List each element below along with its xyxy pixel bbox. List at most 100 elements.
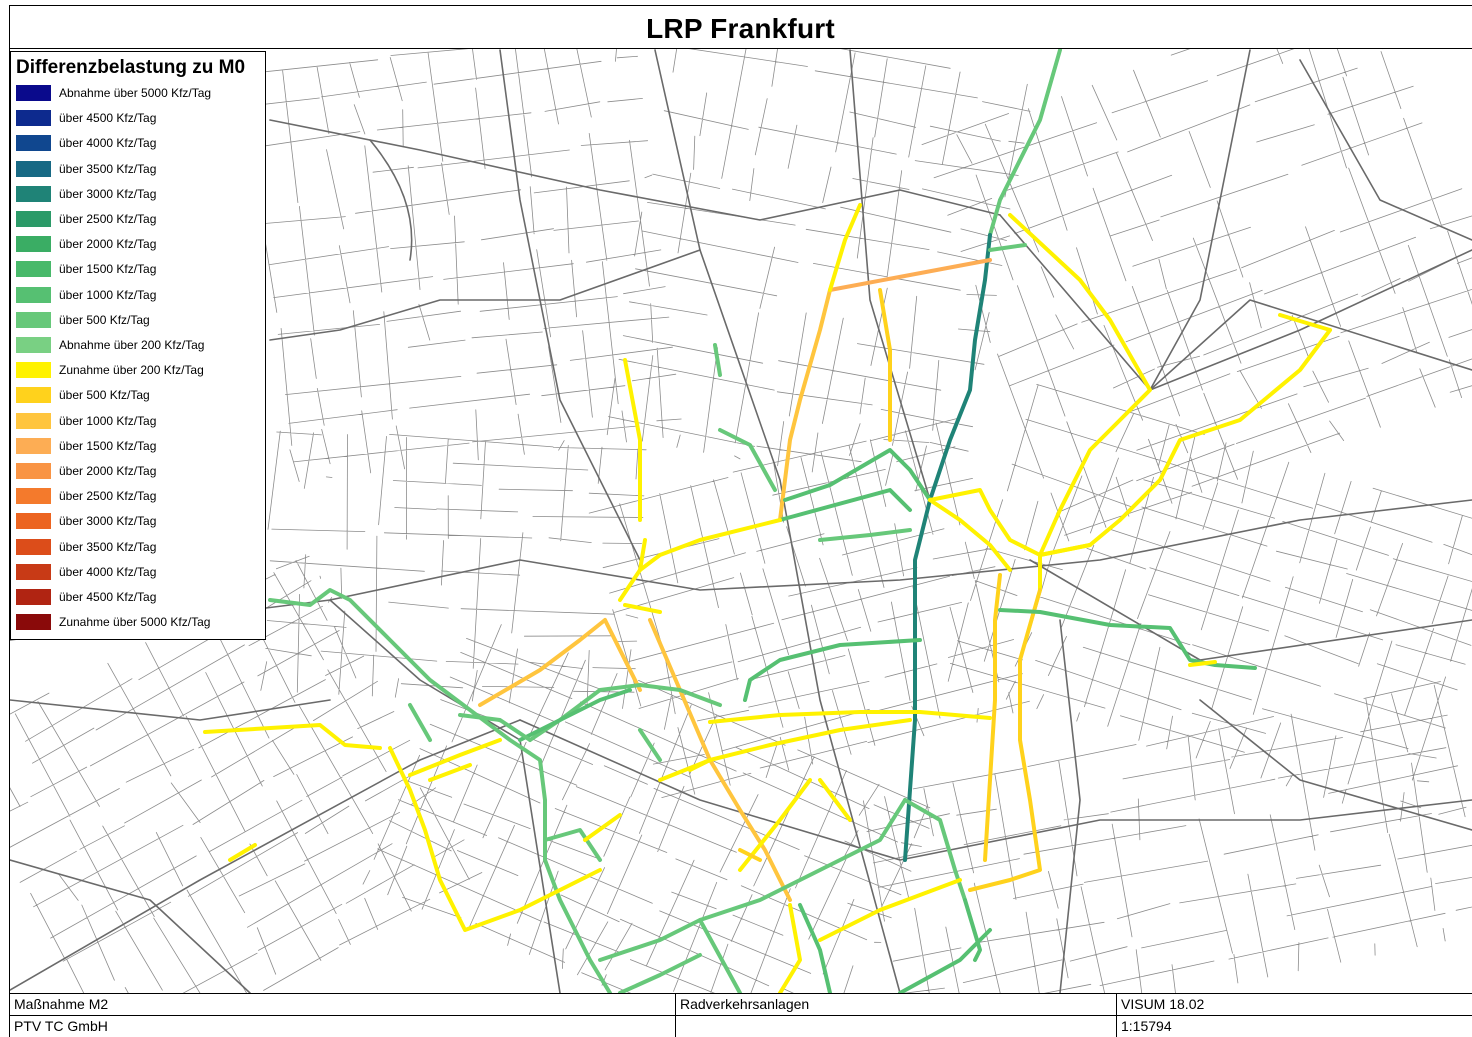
legend-swatch <box>16 286 51 303</box>
load-link <box>228 843 257 862</box>
load-link <box>618 538 647 602</box>
load-link <box>928 488 1092 557</box>
legend-label: Zunahme über 5000 Kfz/Tag <box>59 615 211 630</box>
load-link <box>798 903 832 993</box>
load-link <box>778 288 832 522</box>
load-link <box>928 233 992 502</box>
legend-item: über 3000 Kfz/Tag <box>16 184 156 204</box>
load-link <box>518 688 632 742</box>
map-title: LRP Frankfurt <box>646 13 835 44</box>
road-network-map[interactable] <box>10 49 1472 993</box>
legend-swatch <box>16 437 51 454</box>
footer-table: Maßnahme M2 PTV TC GmbH Radverkehrsanlag… <box>9 993 1472 1037</box>
arterial-road <box>269 249 701 341</box>
load-link <box>1188 660 1217 667</box>
legend-swatch <box>16 513 51 530</box>
legend-swatch <box>16 538 51 555</box>
load-link <box>928 498 1012 572</box>
legend-label: über 2000 Kfz/Tag <box>59 464 157 478</box>
legend-swatch <box>16 563 51 580</box>
legend-label: über 500 Kfz/Tag <box>59 388 150 403</box>
load-link <box>968 588 1042 892</box>
legend-swatch <box>16 337 51 353</box>
load-link <box>638 728 662 762</box>
arterial-road <box>1149 49 1251 391</box>
load-link <box>818 528 912 542</box>
load-link <box>203 723 382 750</box>
legend-swatch <box>16 362 51 379</box>
legend-label: über 1000 Kfz/Tag <box>59 413 157 428</box>
load-link <box>828 203 862 292</box>
load-link <box>998 608 1257 670</box>
load-link <box>878 288 892 442</box>
legend-label: über 2500 Kfz/Tag <box>59 212 157 226</box>
load-link <box>1278 313 1332 332</box>
load-link <box>408 738 502 777</box>
load-link <box>388 746 602 932</box>
title-bar: LRP Frankfurt <box>9 5 1472 49</box>
legend-swatch <box>16 211 51 227</box>
legend-title: Differenzbelastung zu M0 <box>16 57 246 78</box>
legend-item: über 2000 Kfz/Tag <box>16 234 156 254</box>
legend-item: Zunahme über 5000 Kfz/Tag <box>16 612 210 632</box>
legend-label: über 3500 Kfz/Tag <box>59 161 157 176</box>
load-link <box>783 448 932 502</box>
load-link <box>618 953 702 993</box>
map-frame <box>9 5 1472 1037</box>
footer-company: PTV TC GmbH <box>14 1018 108 1034</box>
arterial-road <box>1299 59 1472 241</box>
legend-item: über 4000 Kfz/Tag <box>16 562 156 582</box>
legend-item: über 4000 Kfz/Tag <box>16 133 156 153</box>
legend-label: über 1500 Kfz/Tag <box>59 438 157 453</box>
footer-measure: Maßnahme M2 <box>14 996 109 1012</box>
legend-swatch <box>16 160 51 177</box>
legend-swatch <box>16 236 51 253</box>
legend-item: Abnahme über 200 Kfz/Tag <box>16 335 204 355</box>
load-link <box>778 903 802 993</box>
arterial-road <box>849 49 931 501</box>
legend-item: über 1500 Kfz/Tag <box>16 436 156 456</box>
legend-item: über 2000 Kfz/Tag <box>16 461 156 481</box>
legend-panel: Differenzbelastung zu M0 Abnahme über 50… <box>10 51 266 640</box>
legend-label: über 2000 Kfz/Tag <box>59 237 157 252</box>
load-link <box>903 798 967 902</box>
legend-label: über 4500 Kfz/Tag <box>59 111 157 126</box>
legend-swatch <box>16 387 51 404</box>
arterial-road <box>1059 619 1081 993</box>
load-link <box>713 343 722 377</box>
load-link <box>778 488 912 522</box>
arterial-road <box>1199 699 1472 831</box>
legend-item: über 1000 Kfz/Tag <box>16 411 156 431</box>
load-link <box>478 618 607 707</box>
load-link <box>988 49 1062 237</box>
arterial-road <box>369 139 413 261</box>
load-link <box>603 618 642 692</box>
arterial-road <box>519 719 1472 861</box>
load-link <box>428 763 472 782</box>
arterial-road <box>10 499 1472 641</box>
load-link <box>983 573 1002 862</box>
legend-item: über 3500 Kfz/Tag <box>16 537 156 557</box>
map-area[interactable] <box>10 49 1472 993</box>
load-link <box>458 713 532 742</box>
load-link <box>718 428 777 492</box>
load-link <box>828 258 992 292</box>
load-link <box>648 618 792 902</box>
legend-label: über 3500 Kfz/Tag <box>59 539 157 554</box>
legend-item: über 3000 Kfz/Tag <box>16 511 156 531</box>
load-link <box>738 778 812 872</box>
legend-label: über 2500 Kfz/Tag <box>59 489 157 504</box>
legend-label: über 3000 Kfz/Tag <box>59 514 157 529</box>
footer-software: VISUM 18.02 <box>1121 996 1205 1012</box>
arterial-road <box>654 49 901 993</box>
load-link <box>898 928 992 993</box>
legend-item: über 1500 Kfz/Tag <box>16 259 156 279</box>
load-link <box>638 518 782 572</box>
legend-label: über 1000 Kfz/Tag <box>59 287 157 302</box>
footer-scale: 1:15794 <box>1121 1018 1172 1034</box>
arterial-road <box>10 719 521 991</box>
arterial-network <box>10 49 1472 993</box>
legend-label: über 4500 Kfz/Tag <box>59 590 157 604</box>
load-link <box>1038 328 1332 557</box>
arterial-road <box>1149 249 1472 391</box>
